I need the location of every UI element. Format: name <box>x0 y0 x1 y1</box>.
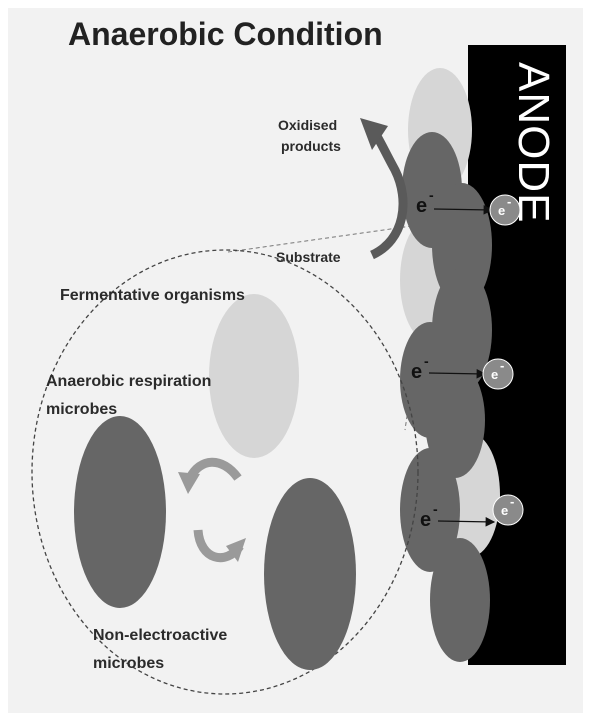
substrate-label: Substrate <box>276 249 341 265</box>
electron-ball-charge: - <box>507 194 511 209</box>
electron-ball-symbol: e <box>491 367 498 382</box>
nonelectro-label-line2: microbes <box>93 655 164 672</box>
diagram-title: Anaerobic Condition <box>68 16 383 52</box>
oxidised-label-line2: products <box>281 138 341 154</box>
electron-ball-symbol: e <box>501 503 508 518</box>
anode-label: ANODE <box>509 62 558 223</box>
oxidised-label-line1: Oxidised <box>278 117 337 133</box>
electron-ball-charge: - <box>500 358 504 373</box>
dark-microbe-cell <box>430 538 490 662</box>
fermentative-microbe <box>209 294 299 458</box>
electron-symbol: e <box>411 361 422 383</box>
non-electroactive-microbe <box>264 478 356 670</box>
fermentative-label: Fermentative organisms <box>60 287 245 304</box>
electron-charge: - <box>433 501 438 517</box>
electron-charge: - <box>424 353 429 369</box>
electron-ball-charge: - <box>510 494 514 509</box>
electron-symbol: e <box>420 509 431 531</box>
anaerobic-label-line2: microbes <box>46 401 117 418</box>
electron-symbol: e <box>416 195 427 217</box>
electron-charge: - <box>429 187 434 203</box>
anaerobic-label-line1: Anaerobic respiration <box>46 373 211 390</box>
electron-ball-symbol: e <box>498 203 505 218</box>
nonelectro-label-line1: Non-electroactive <box>93 627 227 644</box>
anaerobic-respiration-microbe <box>74 416 166 608</box>
